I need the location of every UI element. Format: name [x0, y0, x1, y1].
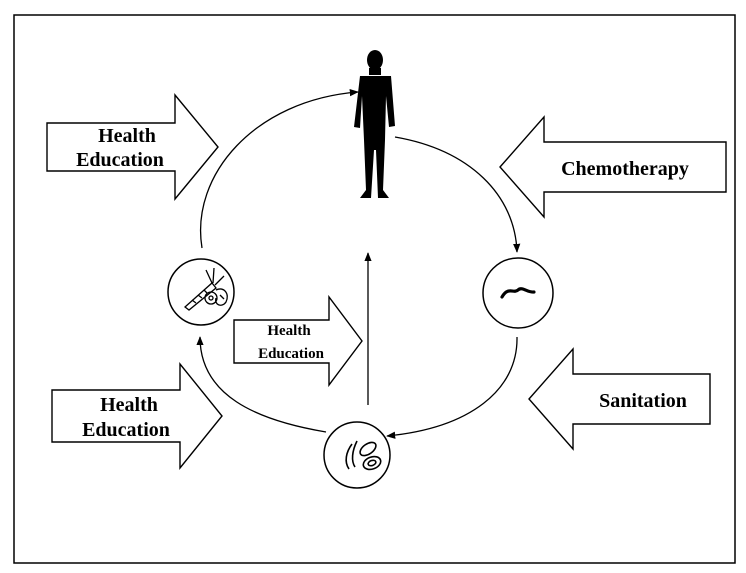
- eggs-node: [323, 421, 391, 489]
- cycle-arrow-eggs-to-produce: [196, 336, 327, 433]
- worm-icon: [500, 287, 536, 299]
- sanitation-arrow: Sanitation: [528, 347, 711, 451]
- health-education-arrow-bottom-left: Health Education: [51, 362, 223, 470]
- cycle-arrow-human-to-worm: [394, 136, 521, 253]
- diagram-frame: [13, 14, 736, 564]
- health-education-arrow-top-left-line1: Health: [98, 125, 156, 147]
- vegetables-icon: [183, 267, 228, 311]
- health-education-arrow-center: Health Education: [233, 294, 363, 388]
- human-silhouette-icon: [354, 50, 395, 198]
- chemotherapy-label: Chemotherapy: [561, 158, 689, 180]
- parasite-eggs-icon: [345, 440, 382, 471]
- produce-node: [167, 258, 235, 326]
- health-education-arrow-bottom-left-line1: Health: [100, 394, 158, 416]
- health-education-arrow-bottom-left-line2: Education: [82, 419, 170, 441]
- health-education-arrow-top-left: Health Education: [46, 93, 219, 201]
- cycle-arrow-worm-to-eggs: [386, 336, 518, 439]
- health-education-arrow-top-left-line2: Education: [76, 149, 164, 171]
- sanitation-label: Sanitation: [599, 390, 687, 412]
- health-education-arrow-center-line1: Health: [267, 323, 311, 339]
- cycle-arrow-produce-to-human: [200, 89, 359, 249]
- health-education-arrow-center-line2: Education: [258, 346, 325, 362]
- worm-node: [482, 257, 554, 329]
- chemotherapy-arrow: Chemotherapy: [499, 115, 727, 219]
